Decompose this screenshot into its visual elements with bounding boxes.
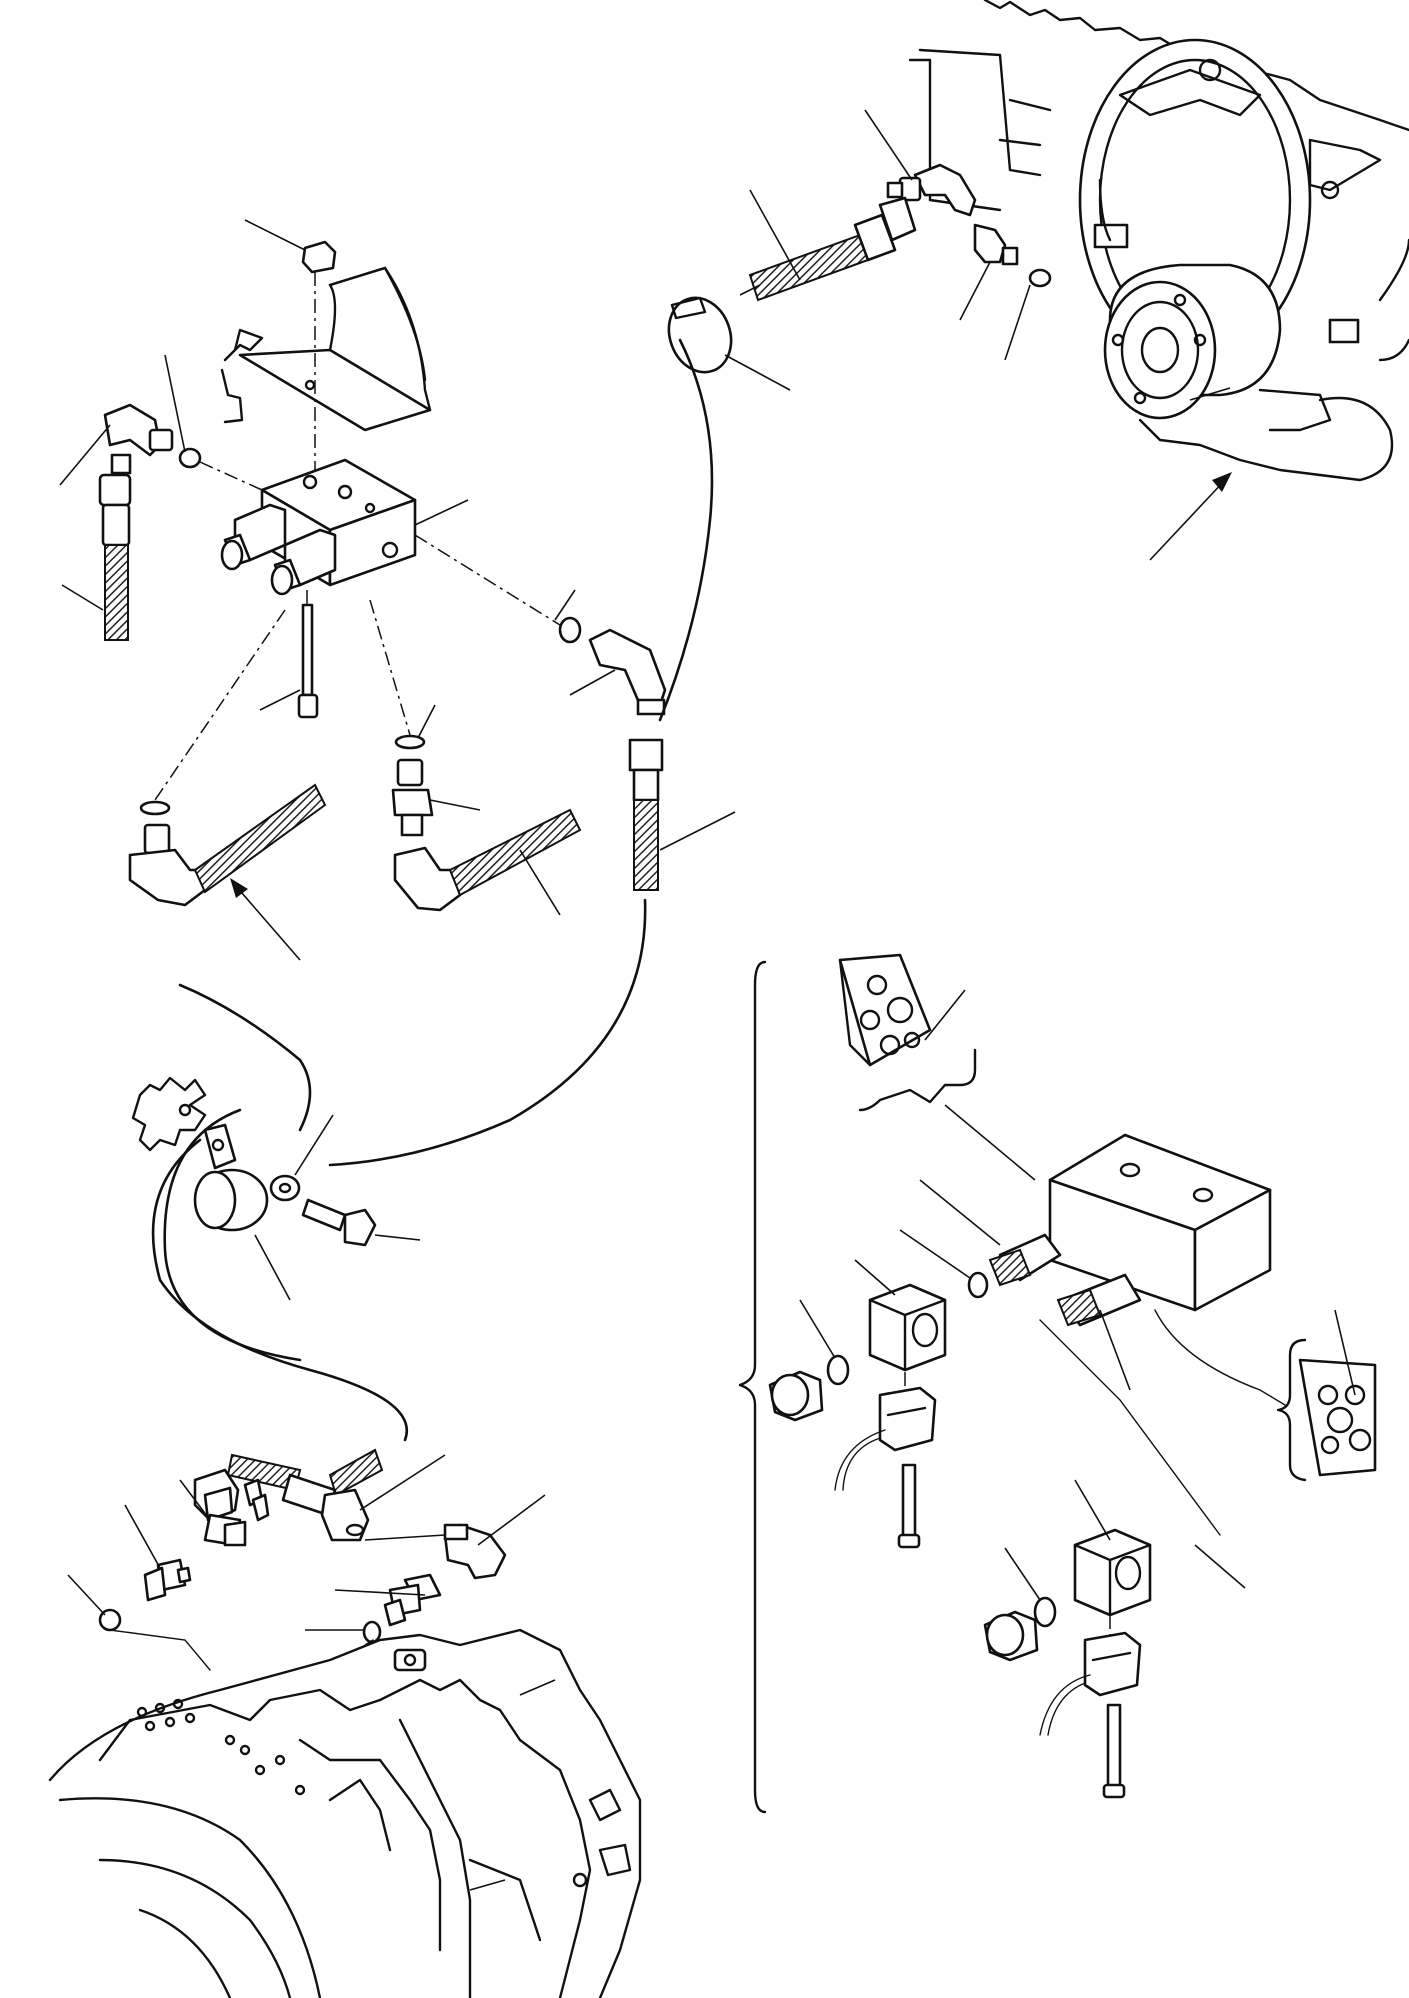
pump-housing (48, 1628, 642, 1998)
valve-detail-inset (738, 953, 1377, 1814)
transmission-fittings (667, 163, 1052, 374)
hoses-center (151, 898, 647, 1442)
arrow-to-transmission (1149, 472, 1232, 561)
pump-fittings (67, 1448, 546, 1671)
valve-block-assembly (98, 240, 714, 961)
leader-lines-top-left (59, 109, 1231, 916)
transmission-housing (908, 0, 1409, 482)
mounting-clip (131, 1076, 421, 1301)
